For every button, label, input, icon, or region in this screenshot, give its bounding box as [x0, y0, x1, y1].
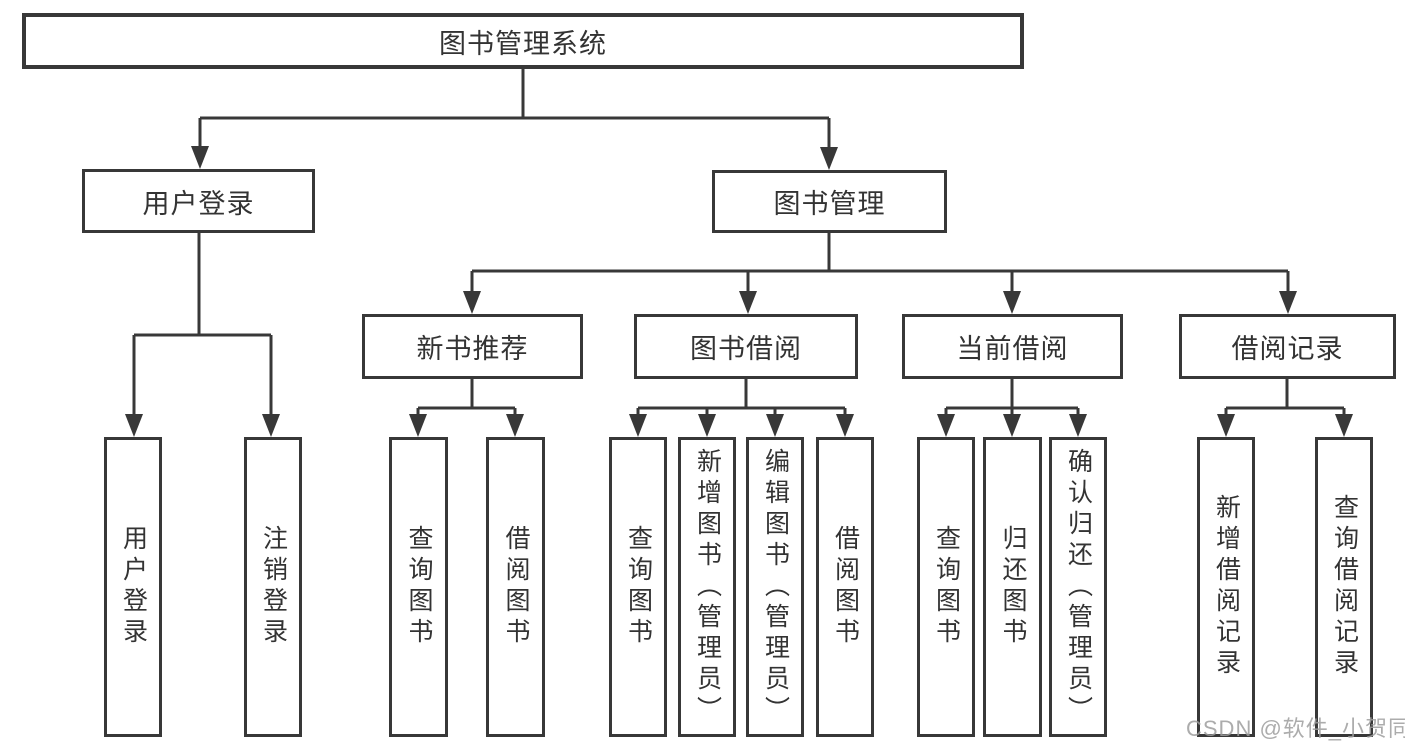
leaf-bb-query-books: 查询图书 — [609, 437, 667, 737]
node-borrow-records: 借阅记录 — [1179, 314, 1396, 379]
leaf-nb-borrow-books: 借阅图书 — [486, 437, 545, 737]
watermark-text: CSDN @软件_小贺同学 — [1186, 716, 1405, 741]
node-current-borrowing: 当前借阅 — [902, 314, 1123, 379]
leaf-nb-query-books: 查询图书 — [389, 437, 448, 737]
leaf-bb-add-books-admin: 新增图书（管理员） — [678, 437, 736, 737]
leaf-br-add-record: 新增借阅记录 — [1197, 437, 1255, 737]
leaf-br-query-record: 查询借阅记录 — [1315, 437, 1373, 737]
node-book-borrowing: 图书借阅 — [634, 314, 858, 379]
leaf-cb-query-books: 查询图书 — [917, 437, 975, 737]
node-user-login: 用户登录 — [82, 169, 315, 233]
leaf-cb-return-books: 归还图书 — [983, 437, 1042, 737]
leaf-bb-edit-books-admin: 编辑图书（管理员） — [746, 437, 804, 737]
node-book-management: 图书管理 — [712, 170, 947, 233]
leaf-cb-confirm-return-admin: 确认归还（管理员） — [1049, 437, 1107, 737]
leaf-bb-borrow-books: 借阅图书 — [816, 437, 874, 737]
leaf-user-login: 用户登录 — [104, 437, 162, 737]
node-library-system: 图书管理系统 — [22, 13, 1024, 69]
node-new-book-recommend: 新书推荐 — [362, 314, 583, 379]
leaf-logout: 注销登录 — [244, 437, 302, 737]
